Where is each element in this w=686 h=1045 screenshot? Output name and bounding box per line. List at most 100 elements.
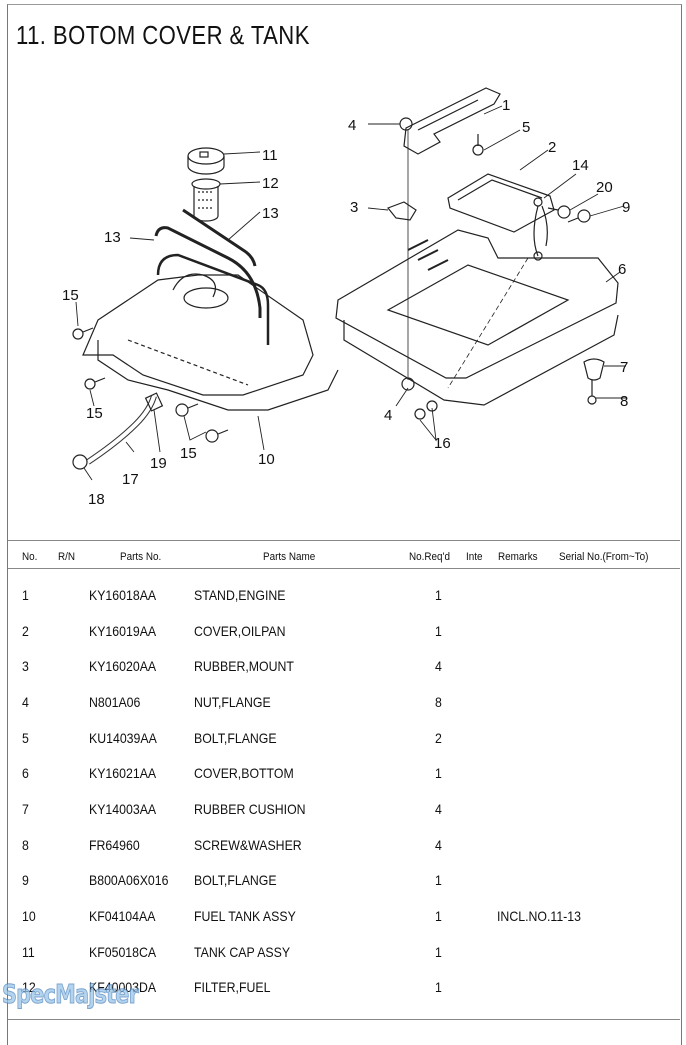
cell-parts-name: TANK CAP ASSY xyxy=(194,944,291,960)
cell-no: 8 xyxy=(22,837,29,853)
callout-2: 2 xyxy=(548,139,556,156)
cell-parts-no: B800A06X016 xyxy=(89,872,169,888)
page-title: 11. BOTOM COVER & TANK xyxy=(16,20,310,50)
cell-qty: 1 xyxy=(435,979,442,995)
callout-13a: 13 xyxy=(262,205,279,222)
cell-no: 5 xyxy=(22,730,29,746)
stand-engine-part xyxy=(403,87,501,155)
cell-parts-no: KY14003AA xyxy=(89,801,157,817)
table-row: 5 KU14039AA BOLT,FLANGE 2 xyxy=(8,730,680,766)
callout-6: 6 xyxy=(618,261,626,278)
callout-20: 20 xyxy=(596,179,613,196)
cell-no: 7 xyxy=(22,801,29,817)
cell-parts-name: RUBBER CUSHION xyxy=(194,801,306,817)
table-row: 11 KF05018CA TANK CAP ASSY 1 xyxy=(8,944,680,980)
cell-qty: 2 xyxy=(435,730,442,746)
cell-qty: 4 xyxy=(435,801,442,817)
table-header-divider xyxy=(8,568,680,569)
cell-qty: 1 xyxy=(435,765,442,781)
callout-16: 16 xyxy=(434,435,451,452)
cell-parts-no: KY16021AA xyxy=(89,765,157,781)
callout-7: 7 xyxy=(620,359,628,376)
callout-8: 8 xyxy=(620,393,628,410)
cell-no: 10 xyxy=(22,908,36,924)
rubber-mount-part xyxy=(387,201,417,221)
cell-parts-no: KF05018CA xyxy=(89,944,157,960)
header-parts-name: Parts Name xyxy=(263,551,316,563)
tank-cap-part xyxy=(187,147,225,175)
watermark-logo: SpecMajster xyxy=(2,980,140,1011)
cell-parts-no: KY16019AA xyxy=(89,623,157,639)
cell-parts-name: SCREW&WASHER xyxy=(194,837,302,853)
callout-14: 14 xyxy=(572,157,589,174)
cell-qty: 1 xyxy=(435,587,442,603)
table-row: 8 FR64960 SCREW&WASHER 4 xyxy=(8,837,680,873)
cell-no: 4 xyxy=(22,694,29,710)
table-row: 2 KY16019AA COVER,OILPAN 1 xyxy=(8,623,680,659)
cell-parts-name: FUEL TANK ASSY xyxy=(194,908,296,924)
table-row: 1 KY16018AA STAND,ENGINE 1 xyxy=(8,587,680,623)
header-qty: No.Req'd xyxy=(409,551,450,563)
header-serial: Serial No.(From~To) xyxy=(559,551,649,563)
cell-parts-name: RUBBER,MOUNT xyxy=(194,658,294,674)
callout-labels: 11 12 13 13 15 15 15 10 19 17 18 4 1 5 2… xyxy=(62,97,630,508)
cell-parts-no: N801A06 xyxy=(89,694,141,710)
callout-15c: 15 xyxy=(180,445,197,462)
callout-19: 19 xyxy=(150,455,167,472)
fuel-filter-part xyxy=(191,178,221,222)
ground-wire-14-part xyxy=(533,197,548,261)
header-rn: R/N xyxy=(58,551,76,563)
table-row: 6 KY16021AA COVER,BOTTOM 1 xyxy=(8,765,680,801)
table-row: 3 KY16020AA RUBBER,MOUNT 4 xyxy=(8,658,680,694)
bolt-flange-5-part xyxy=(472,134,484,156)
table-row: 9 B800A06X016 BOLT,FLANGE 1 xyxy=(8,872,680,908)
fuel-tank-part xyxy=(82,253,339,411)
cell-no: 11 xyxy=(22,944,35,960)
callout-15b: 15 xyxy=(86,405,103,422)
table-row: 4 N801A06 NUT,FLANGE 8 xyxy=(8,694,680,730)
header-parts-no: Parts No. xyxy=(120,551,162,563)
table-row: 10 KF04104AA FUEL TANK ASSY 1 INCL.NO.11… xyxy=(8,908,680,944)
cell-remarks: INCL.NO.11-13 xyxy=(497,908,581,924)
screw-washer-part xyxy=(587,380,597,405)
table-top-border xyxy=(8,540,680,541)
callout-4a: 4 xyxy=(348,117,356,134)
bottom-cover-part xyxy=(335,130,619,406)
cell-no: 1 xyxy=(22,587,29,603)
callout-4b: 4 xyxy=(384,407,392,424)
cell-parts-no: KF40003DA xyxy=(89,979,157,995)
cell-no: 3 xyxy=(22,658,29,674)
callout-13b: 13 xyxy=(104,229,121,246)
cell-no: 2 xyxy=(22,623,29,639)
cell-parts-no: FR64960 xyxy=(89,837,140,853)
callout-11: 11 xyxy=(262,147,278,164)
cell-parts-no: KY16018AA xyxy=(89,587,157,603)
cell-parts-name: COVER,BOTTOM xyxy=(194,765,294,781)
cell-parts-no: KY16020AA xyxy=(89,658,157,674)
callout-5: 5 xyxy=(522,119,530,136)
cell-qty: 1 xyxy=(435,944,442,960)
bolt-9-part xyxy=(567,209,591,223)
cell-no: 6 xyxy=(22,765,29,781)
header-inte: Inte xyxy=(466,551,483,563)
callout-10: 10 xyxy=(258,451,275,468)
callout-1: 1 xyxy=(502,97,510,114)
cell-qty: 1 xyxy=(435,908,442,924)
cell-parts-no: KU14039AA xyxy=(89,730,157,746)
rubber-cushion-part xyxy=(583,358,605,381)
callout-12: 12 xyxy=(262,175,279,192)
callout-18: 18 xyxy=(88,491,105,508)
header-remarks: Remarks xyxy=(498,551,538,563)
cell-qty: 8 xyxy=(435,694,442,710)
cell-parts-name: STAND,ENGINE xyxy=(194,587,286,603)
callout-17: 17 xyxy=(122,471,139,488)
table-row: 12 KF40003DA FILTER,FUEL 1 xyxy=(8,979,680,1015)
cell-parts-name: NUT,FLANGE xyxy=(194,694,271,710)
cell-qty: 1 xyxy=(435,872,442,888)
callout-15a: 15 xyxy=(62,287,79,304)
exploded-parts-diagram: 11 12 13 13 15 15 15 10 19 17 18 4 1 5 2… xyxy=(8,70,680,540)
table-row: 7 KY14003AA RUBBER CUSHION 4 xyxy=(8,801,680,837)
fuel-hoses-part xyxy=(154,208,262,318)
fuel-hose-17-part xyxy=(72,392,164,470)
cell-qty: 4 xyxy=(435,658,442,674)
